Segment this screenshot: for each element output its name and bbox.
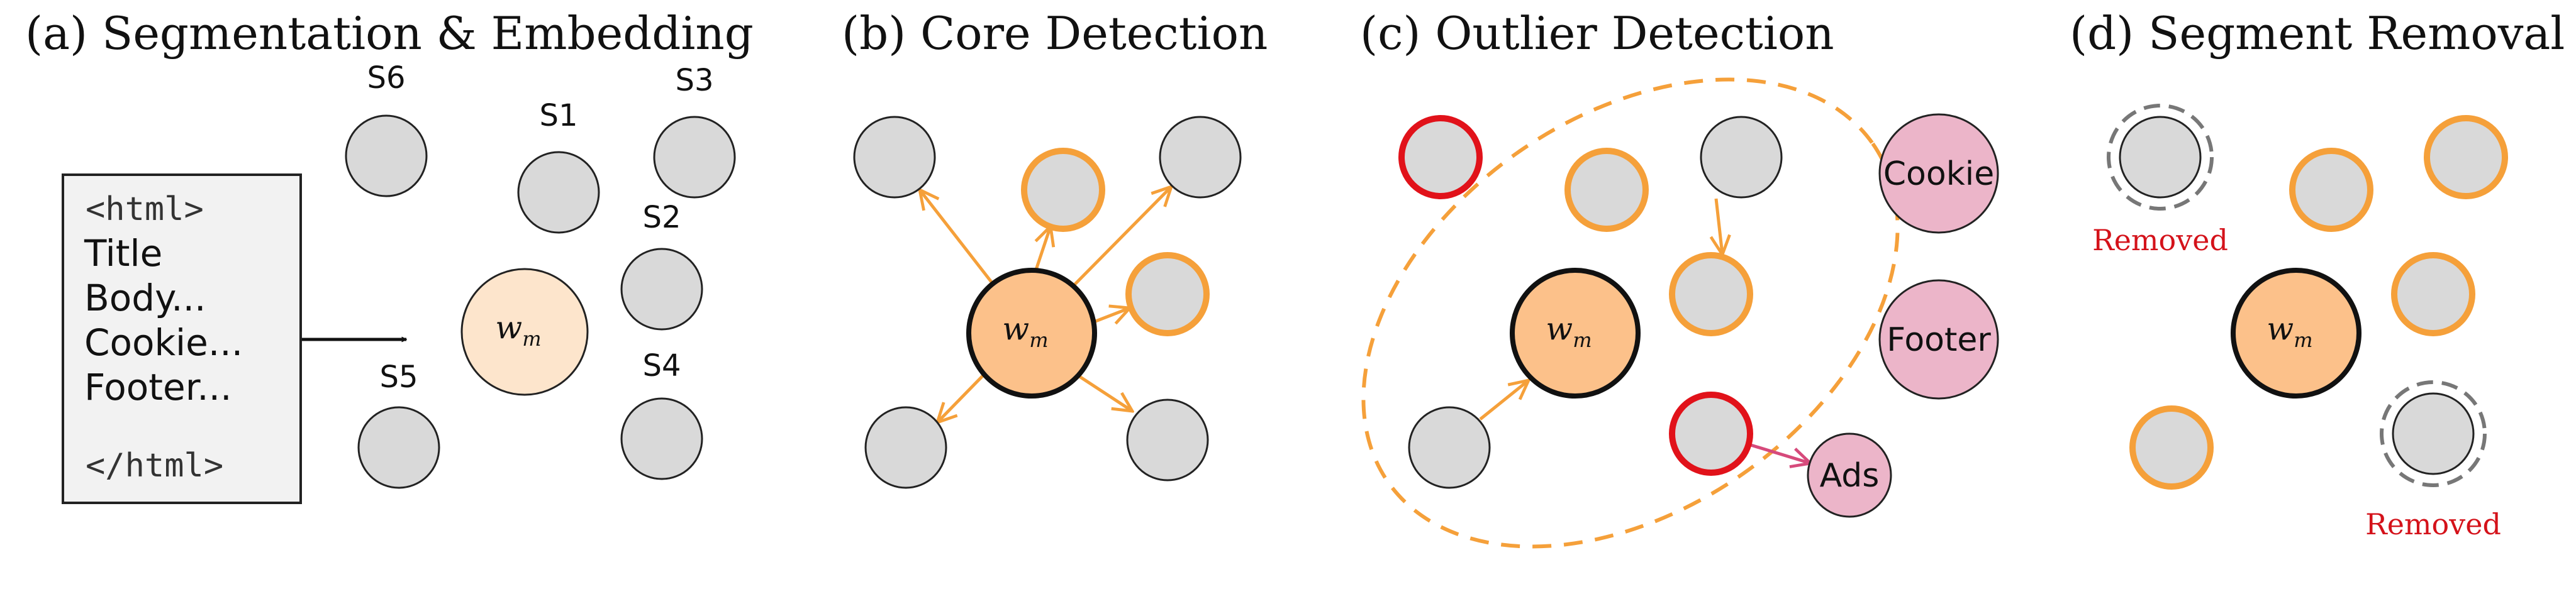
noise-label-cookie: Cookie	[1883, 155, 1995, 193]
segment-node-s2	[620, 248, 703, 331]
segment-node	[1126, 399, 1209, 481]
segment-label-s4: S4	[642, 348, 681, 383]
outlier-segment-node	[1398, 115, 1483, 199]
noise-node-cookie	[1878, 113, 1999, 234]
noise-node-footer	[1878, 279, 1999, 400]
html-close-tag: </html>	[86, 447, 223, 485]
removed-ring	[2107, 104, 2214, 211]
core-segment-node	[2391, 252, 2475, 336]
core-edge	[937, 371, 988, 422]
centroid-node	[1510, 268, 1641, 399]
centroid-node	[966, 268, 1097, 399]
outlier-segment-node	[1669, 392, 1753, 476]
core-edge	[920, 190, 996, 287]
segment-node-s1	[517, 151, 600, 234]
core-edge	[1716, 198, 1722, 255]
removed-label: Removed	[2365, 507, 2501, 541]
removed-segment-node	[2119, 116, 2202, 199]
centroid-label: wm	[2267, 311, 2312, 352]
segment-node	[1159, 116, 1242, 199]
html-open-tag: <html>	[86, 190, 204, 228]
panel-a: <html> Title Body... Cookie... Footer...…	[62, 60, 736, 504]
removed-segment-node	[2392, 392, 2475, 475]
core-segment-node	[1564, 148, 1649, 232]
segment-node	[853, 116, 936, 199]
centroid-label: wm	[495, 309, 541, 351]
panel-title-a: (a) Segmentation & Embedding	[25, 7, 754, 60]
segment-node-s6	[345, 114, 428, 197]
html-line-footer: Footer...	[84, 366, 232, 409]
segment-node-s5	[357, 406, 440, 489]
panel-b: wm	[853, 116, 1242, 489]
panel-c: wm Cookie Footer Ads	[1361, 77, 1999, 549]
segment-label-s3: S3	[675, 63, 713, 98]
core-edge	[1090, 308, 1130, 323]
html-line-body: Body...	[84, 277, 206, 319]
core-segment-node	[1669, 252, 1753, 336]
segment-node	[864, 406, 947, 489]
noise-label-footer: Footer	[1887, 321, 1991, 359]
core-edge	[1071, 187, 1171, 288]
centroid-label: wm	[1002, 311, 1048, 352]
panel-title-c: (c) Outlier Detection	[1360, 7, 1834, 60]
core-segment-node	[2129, 405, 2214, 490]
core-segment-node	[2289, 148, 2373, 232]
html-line-cookie: Cookie...	[84, 321, 243, 364]
segment-label-s5: S5	[379, 360, 418, 395]
segment-node-s4	[620, 397, 703, 480]
ads-edge	[1748, 443, 1810, 463]
core-segment-node	[1125, 252, 1210, 336]
centroid-label: wm	[1546, 311, 1592, 352]
core-segment-node	[2424, 115, 2508, 199]
centroid-node	[2231, 268, 2361, 399]
core-edge	[1479, 380, 1529, 421]
core-cluster-boundary	[1361, 77, 1900, 549]
noise-label-ads: Ads	[1820, 457, 1880, 495]
core-edge	[1034, 226, 1051, 272]
panel-d: Removed Removed wm	[2092, 104, 2508, 541]
panel-title-d: (d) Segment Removal	[2070, 7, 2565, 60]
html-document-box	[62, 173, 302, 504]
segment-node	[1408, 406, 1491, 489]
removed-label: Removed	[2092, 223, 2228, 257]
panel-title-b: (b) Core Detection	[842, 7, 1268, 60]
html-line-title: Title	[84, 232, 162, 275]
segment-label-s6: S6	[367, 60, 405, 96]
segment-label-s1: S1	[539, 98, 577, 133]
segment-label-s2: S2	[642, 200, 681, 235]
noise-node-ads	[1807, 432, 1892, 518]
centroid-node	[460, 268, 589, 396]
segment-node-s3	[653, 116, 736, 199]
segment-node	[1700, 116, 1783, 199]
core-edge	[1076, 373, 1132, 411]
removed-ring	[2380, 380, 2487, 487]
core-segment-node	[1021, 148, 1105, 232]
